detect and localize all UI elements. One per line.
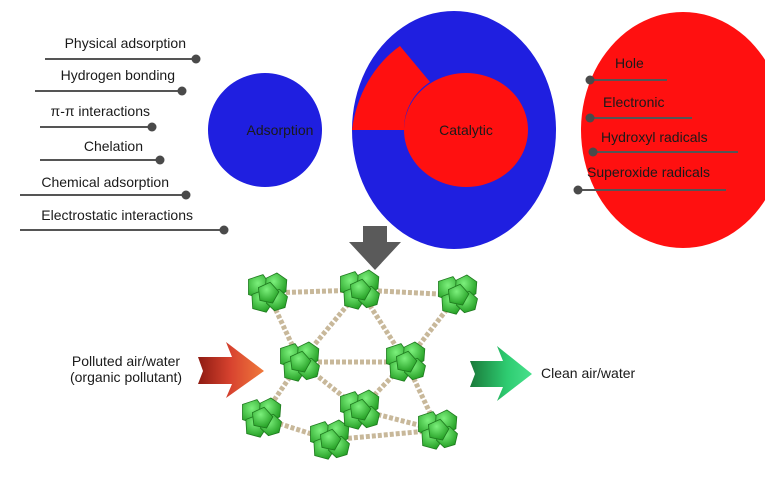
mof-metal-node-3 [280, 341, 320, 382]
output-label: Clean air/water [541, 365, 635, 381]
mof-metal-node-4 [386, 341, 426, 382]
mof-framework-icon [242, 269, 478, 460]
adsorption-leader-lines [20, 54, 229, 235]
mof-metal-node-7 [340, 389, 380, 430]
catalytic-species-list: Hole Electronic Hydroxyl radicals Supero… [587, 55, 710, 180]
mechanism-electrostatic-interactions: Electrostatic interactions [41, 207, 193, 223]
mof-metal-node-2 [438, 274, 478, 315]
mechanism-pi-pi-interactions: π-π interactions [51, 103, 150, 119]
mechanism-chemical-adsorption: Chemical adsorption [41, 174, 169, 190]
mof-metal-node-0 [248, 272, 288, 313]
output-arrow-icon [470, 346, 532, 401]
mof-metal-node-8 [242, 397, 282, 438]
catalytic-label: Catalytic [439, 122, 493, 138]
mechanism-chelation: Chelation [84, 138, 143, 154]
adsorption-label: Adsorption [247, 122, 314, 138]
mechanism-physical-adsorption: Physical adsorption [65, 35, 186, 51]
down-arrow-icon [349, 226, 401, 270]
input-label-line2: (organic pollutant) [70, 369, 182, 385]
species-electronic: Electronic [603, 94, 664, 110]
species-hole: Hole [615, 55, 644, 71]
adsorption-ring [208, 11, 556, 250]
species-superoxide-radicals: Superoxide radicals [587, 164, 710, 180]
catalytic-ring-overlap [352, 46, 430, 130]
catalytic-ring-shape [404, 12, 765, 248]
adsorption-ring-shape [208, 11, 556, 250]
mof-metal-node-5 [310, 419, 350, 460]
mechanism-hydrogen-bonding: Hydrogen bonding [61, 67, 175, 83]
input-label-line1: Polluted air/water [72, 353, 181, 369]
species-hydroxyl-radicals: Hydroxyl radicals [601, 129, 708, 145]
mof-metal-node-1 [340, 269, 380, 310]
input-arrow-icon [198, 342, 264, 398]
catalytic-leader-lines [573, 75, 738, 195]
catalytic-ring [404, 12, 765, 248]
adsorption-mechanisms-list: Physical adsorption Hydrogen bonding π-π… [41, 35, 193, 223]
mof-metal-node-6 [418, 409, 458, 450]
